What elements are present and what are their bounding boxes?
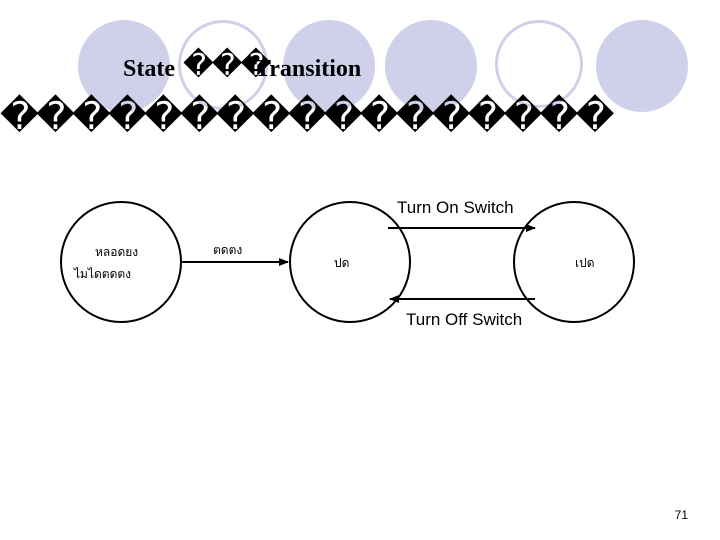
decor-circle-outline-1 — [178, 20, 268, 110]
decor-circle-outline-2 — [495, 20, 583, 108]
subtitle-garbled-text: ����������������� — [0, 94, 614, 138]
title-transition: Transition — [255, 56, 362, 82]
state-circle-off — [289, 201, 411, 323]
decor-circle-filled-4 — [596, 20, 688, 112]
state-off-label: ปด — [334, 256, 350, 270]
turn-off-switch-label: Turn Off Switch — [406, 310, 523, 329]
state-circle-on — [513, 201, 635, 323]
state-start-label-line1: หลอดยง — [95, 245, 139, 259]
title-state: State — [123, 56, 175, 82]
decor-circle-filled-2 — [283, 20, 375, 112]
turn-on-switch-label: Turn On Switch — [397, 198, 514, 217]
page-number: 71 — [674, 508, 688, 522]
initial-transition-label: ตดตง — [213, 243, 243, 257]
decor-circle-filled-3 — [385, 20, 477, 112]
state-start-label-line2: ไมไดตดตง — [74, 267, 132, 281]
state-on-label: เปด — [575, 256, 595, 270]
title-garbled-text: ��� — [183, 48, 271, 83]
state-circle-start — [60, 201, 182, 323]
decor-circle-filled-1 — [78, 20, 170, 112]
